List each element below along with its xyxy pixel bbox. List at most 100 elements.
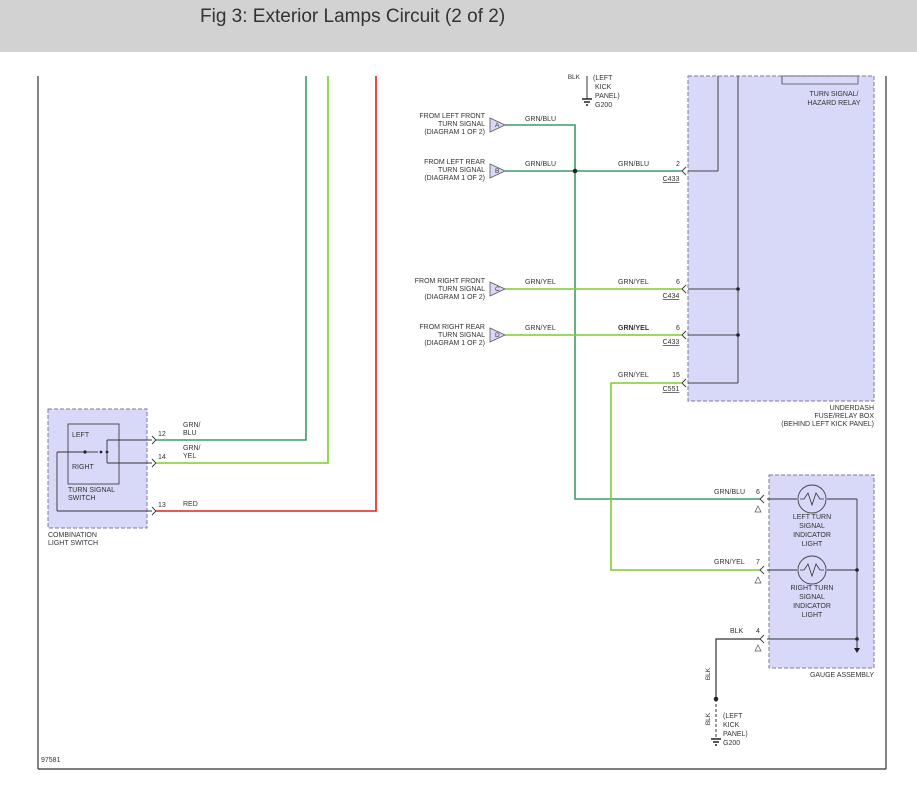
connector-b-from-2: TURN SIGNAL (438, 167, 485, 174)
figure-header: Fig 3: Exterior Lamps Circuit (2 of 2) (0, 0, 917, 52)
connector-b-pin: 2 (676, 161, 680, 168)
connector-a-from-3: (DIAGRAM 1 OF 2) (424, 129, 485, 136)
switch-right-label: RIGHT (72, 464, 95, 471)
chevron-gauge-pin6 (759, 494, 765, 504)
switch-pin-13: 13 (158, 502, 166, 509)
connector-c-from-1: FROM RIGHT FRONT (415, 278, 486, 285)
chevron-pin-14 (151, 458, 157, 468)
top-ground-partial-label: BLK (568, 74, 581, 81)
gauge-conn-mark-2 (754, 576, 762, 584)
switch-pin-12: 12 (158, 431, 166, 438)
switch-wire-14-line2: YEL (183, 453, 196, 460)
connector-d-letter: D (495, 332, 500, 339)
right-light-label-1: RIGHT TURN (791, 585, 834, 592)
left-light-label-3: INDICATOR (793, 532, 831, 539)
connector-d-from-3: (DIAGRAM 1 OF 2) (424, 340, 485, 347)
left-light-label-4: LIGHT (802, 541, 823, 548)
switch-wire-12-line2: BLU (183, 430, 197, 437)
fuse-relay-box (687, 75, 875, 402)
right-light-label-3: INDICATOR (793, 603, 831, 610)
connector-d-arrow (489, 327, 506, 343)
wire-grn-blu-a (505, 124, 760, 500)
ground-id: G200 (723, 740, 740, 747)
gauge-wire-7: GRN/YEL (714, 559, 745, 566)
connector-c-pin: 6 (676, 279, 680, 286)
connector-a-arrow (489, 117, 506, 133)
gauge-wire-4: BLK (730, 628, 744, 635)
ground-wire-label-2: BLK (705, 712, 712, 725)
fuse-box-label-line3: (BEHIND LEFT KICK PANEL) (781, 421, 874, 428)
switch-contact-1 (99, 450, 103, 454)
connector-c-arrow (489, 281, 506, 297)
right-indicator-filament (800, 563, 824, 578)
gauge-assembly-label: GAUGE ASSEMBLY (810, 672, 874, 679)
connector-d-wire: GRN/YEL (525, 325, 556, 332)
connector-b-conn: C433 (663, 176, 680, 183)
right-light-label-2: SIGNAL (799, 594, 825, 601)
connector-c-letter: C (495, 286, 500, 293)
ground-text-1: (LEFT (723, 713, 743, 720)
connector-a-letter: A (495, 122, 500, 129)
gauge-ground-arrow (854, 648, 860, 653)
connector-a-from-1: FROM LEFT FRONT (419, 113, 485, 120)
connector-c-conn: C434 (663, 293, 680, 300)
chevron-gauge-pin4 (759, 634, 765, 644)
gauge-pin-6: 6 (756, 489, 760, 496)
page-title: Fig 3: Exterior Lamps Circuit (2 of 2) (200, 6, 506, 27)
connector-b-letter: B (495, 168, 499, 175)
gauge-pin-4: 4 (756, 628, 760, 635)
c551-wire: GRN/YEL (618, 372, 649, 379)
connector-b-from-3: (DIAGRAM 1 OF 2) (424, 175, 485, 182)
connector-c-from-2: TURN SIGNAL (438, 286, 485, 293)
gauge-pin-7: 7 (756, 559, 760, 566)
turn-signal-switch-label-2: SWITCH (68, 495, 96, 502)
switch-wire-14-line1: GRN/ (183, 445, 201, 452)
turn-signal-switch (67, 423, 120, 485)
gauge-conn-mark-1 (754, 505, 762, 513)
top-ground-text-1: (LEFT (593, 75, 613, 82)
connector-d-conn: C433 (663, 339, 680, 346)
left-light-label-2: SIGNAL (799, 523, 825, 530)
right-light-label-4: LIGHT (802, 612, 823, 619)
connector-d-pin: 6 (676, 325, 680, 332)
splice-grn-blu (572, 168, 578, 174)
switch-wire-13: RED (183, 501, 198, 508)
ground-text-3: PANEL) (723, 731, 748, 738)
connector-b-pin-wire: GRN/BLU (618, 161, 649, 168)
left-light-label-1: LEFT TURN (793, 514, 831, 521)
connector-b-wire: GRN/BLU (525, 161, 556, 168)
connector-d-from-2: TURN SIGNAL (438, 332, 485, 339)
relay-label-line1: TURN SIGNAL/ (809, 91, 858, 98)
connector-c-pin-wire: GRN/YEL (618, 279, 649, 286)
left-indicator-filament (800, 492, 824, 507)
connector-a-from-2: TURN SIGNAL (438, 121, 485, 128)
figure-id: 97581 (41, 757, 61, 764)
top-ground-id: G200 (595, 102, 612, 109)
chevron-gauge-pin7 (759, 565, 765, 575)
box-splice-2 (736, 333, 740, 337)
fuse-box-label-line1: UNDERDASH (830, 405, 874, 412)
switch-pin-14: 14 (158, 454, 166, 461)
chevron-pin-12 (151, 435, 157, 445)
switch-pivot (83, 450, 87, 454)
wire-switch-red (156, 76, 377, 512)
switch-left-label: LEFT (72, 432, 90, 439)
connector-c-from-3: (DIAGRAM 1 OF 2) (424, 294, 485, 301)
chevron-c433-d (681, 330, 687, 340)
chevron-c433-b (681, 166, 687, 176)
gauge-conn-mark-3 (754, 644, 762, 652)
connector-b-arrow (489, 163, 506, 179)
wire-switch-grn-yel (156, 76, 329, 464)
connector-c-wire: GRN/YEL (525, 279, 556, 286)
combination-switch-label-1: COMBINATION (48, 532, 97, 539)
relay-label-line2: HAZARD RELAY (807, 100, 860, 107)
connector-a-wire: GRN/BLU (525, 116, 556, 123)
c551-conn: C551 (663, 386, 680, 393)
switch-wire-12-line1: GRN/ (183, 422, 201, 429)
wire-blk-ground (715, 638, 760, 699)
fuse-box-label-line2: FUSE/RELAY BOX (814, 413, 874, 420)
wire-switch-grn-blu (156, 76, 307, 441)
top-ground-text-2: KICK (595, 84, 612, 91)
turn-signal-relay (781, 75, 859, 85)
